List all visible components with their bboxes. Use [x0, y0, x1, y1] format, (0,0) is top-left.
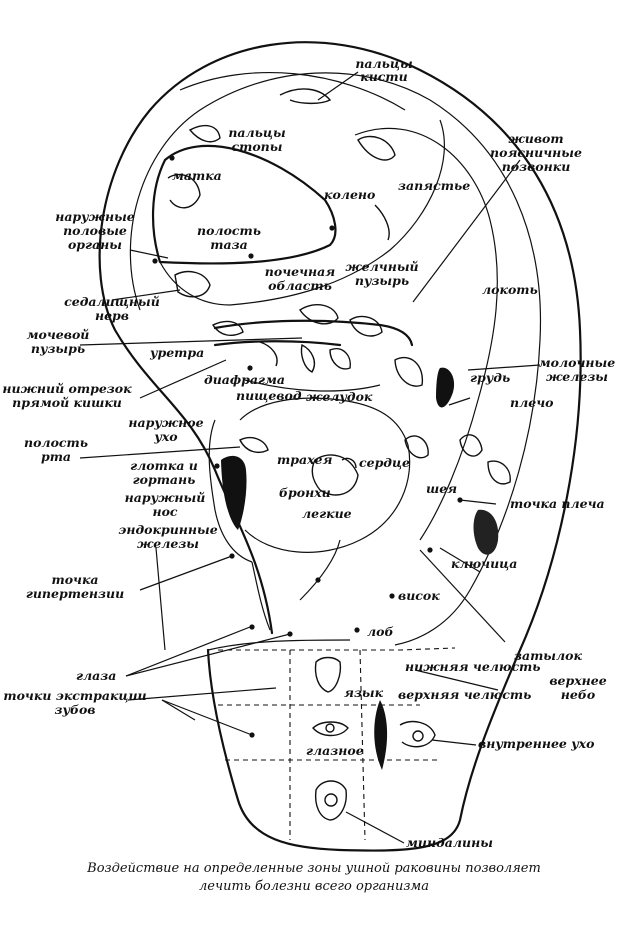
- ear-outline: [98, 41, 582, 852]
- label-klyuchitsa: ключица: [451, 556, 517, 571]
- label-bronkhi: бронхи: [279, 485, 331, 500]
- label-koleno: колено: [324, 187, 375, 202]
- label-plecho: плечо: [510, 395, 553, 410]
- label-diafragma: диафрагма: [204, 372, 285, 387]
- caption-line-2: лечить болезни всего организма: [199, 879, 429, 894]
- label-visok: висок: [398, 588, 440, 603]
- label-trakheya: трахея: [277, 452, 332, 467]
- caption-line-1: Воздействие на определенные зоны ушной р…: [86, 861, 541, 876]
- label-verkhnyaya-chelyust: верхняя челюсть: [398, 687, 531, 702]
- label-serdtse: сердце: [359, 455, 410, 470]
- label-uretra: уретра: [149, 345, 204, 360]
- label-vnutrennee-ukho: внутреннее ухо: [478, 736, 594, 751]
- label-lokot: локоть: [482, 282, 538, 297]
- acupoint-dots: [152, 155, 463, 738]
- organ-sketches: [167, 88, 511, 821]
- label-legkie: легкие: [302, 506, 352, 521]
- label-sheya: шея: [426, 481, 457, 496]
- label-lob: лоб: [367, 624, 394, 639]
- earlobe-grid: [218, 647, 456, 841]
- leader-lines: [79, 71, 541, 844]
- label-zheludok: желудок: [306, 389, 373, 404]
- label-pishchevod: пищевод: [236, 388, 302, 403]
- label-nizhnyaya-chelyust: нижняя челюсть: [405, 659, 541, 674]
- shaded-zones: [221, 367, 499, 770]
- label-glaznoe: глазное: [306, 743, 364, 758]
- caption: Воздействие на определенные зоны ушной р…: [86, 861, 541, 894]
- label-zapyastye: запястье: [398, 178, 470, 193]
- label-grud: грудь: [470, 370, 510, 385]
- label-zatylok: затылок: [514, 648, 583, 663]
- label-yazyk: язык: [344, 685, 384, 700]
- label-matka: матка: [172, 168, 222, 183]
- label-glaza: глаза: [76, 668, 116, 683]
- label-mindaliny: миндалины: [406, 835, 493, 850]
- label-tochka-plecha: точка плеча: [510, 496, 605, 511]
